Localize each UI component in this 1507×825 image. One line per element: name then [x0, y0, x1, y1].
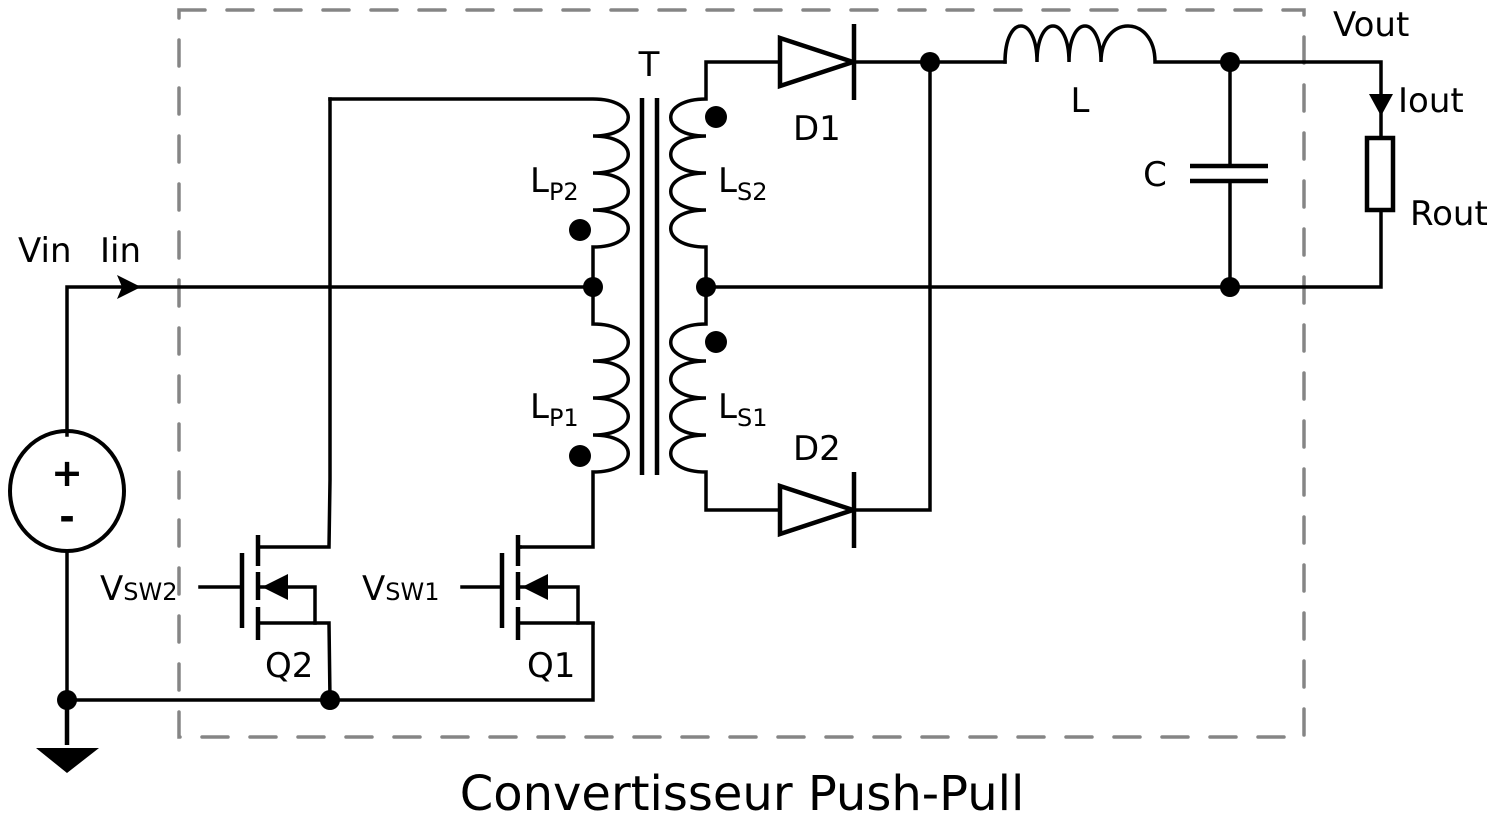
ls2-label: LS2	[718, 161, 767, 206]
secondary-winding-ls2	[669, 60, 782, 289]
ls1-label: LS1	[718, 387, 767, 432]
q2-label: Q2	[265, 646, 313, 686]
c-label: C	[1143, 155, 1167, 195]
l-label: L	[1071, 81, 1090, 121]
transformer-label: T	[638, 45, 660, 85]
iin-arrow-icon	[117, 275, 141, 299]
lp2-label: LP2	[530, 161, 579, 206]
diagram-title: Convertisseur Push-Pull	[460, 766, 1025, 822]
input-source: + - Vin Iin	[8, 231, 595, 773]
return-rail	[704, 208, 1383, 289]
secondary-winding-ls1	[669, 285, 782, 512]
q2-arrow-icon	[262, 574, 288, 600]
transformer: T LP2 LP1 LS2 LS1	[328, 45, 782, 549]
vsw2-label: VSW2	[100, 569, 178, 609]
source-minus: -	[59, 495, 75, 539]
primary-winding-lp2	[328, 97, 630, 289]
d1-label: D1	[793, 109, 841, 149]
output-inductor: L	[1003, 24, 1383, 140]
switch-q1: VSW1 Q1	[362, 535, 595, 686]
vsw1-label: VSW1	[362, 569, 440, 609]
load-resistor: Rout	[1364, 94, 1488, 234]
iout-arrow-icon	[1369, 94, 1393, 116]
ground-icon	[36, 748, 99, 773]
vin-label: Vin	[18, 231, 72, 271]
iout-label: Iout	[1398, 81, 1464, 121]
primary-winding-lp1	[518, 285, 630, 549]
ground-rail	[65, 622, 595, 702]
output-capacitor: C	[1143, 60, 1268, 289]
d2-label: D2	[793, 429, 841, 469]
rout-label: Rout	[1410, 194, 1488, 234]
iin-label: Iin	[100, 231, 141, 271]
q1-label: Q1	[527, 646, 575, 686]
vout-label: Vout	[1333, 5, 1409, 45]
lp1-label: LP1	[530, 387, 579, 432]
source-plus: +	[51, 451, 83, 495]
switch-q2: VSW2 Q2	[100, 97, 332, 702]
converter-boundary	[177, 8, 1306, 739]
q1-arrow-icon	[522, 574, 548, 600]
diode-d1: D1	[777, 24, 1007, 149]
diode-d2: D2	[777, 60, 932, 548]
